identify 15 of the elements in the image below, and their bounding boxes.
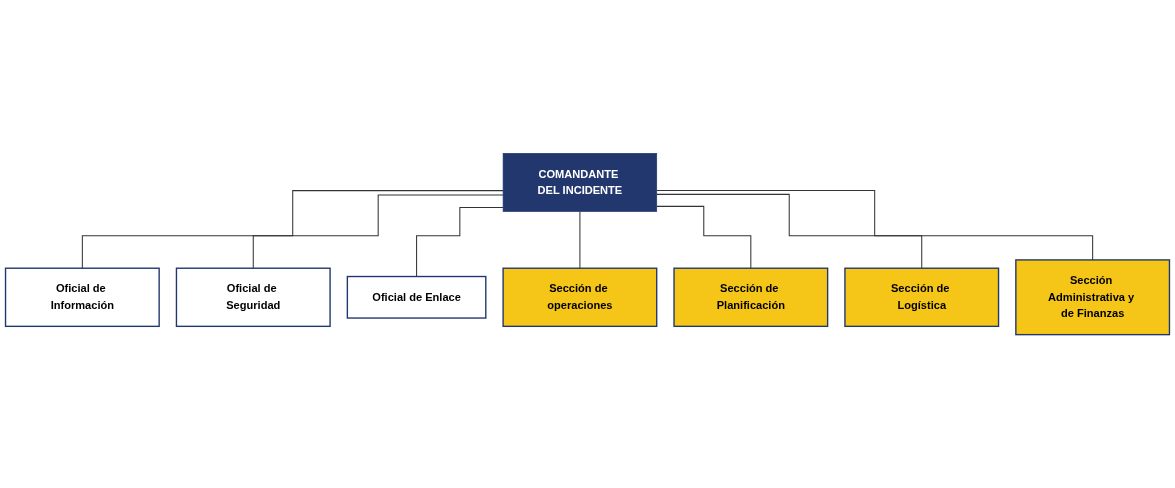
node-box: Sección de Logística — [844, 267, 1000, 328]
connector — [656, 193, 923, 269]
connector — [81, 190, 504, 269]
node-box: Sección de operaciones — [502, 267, 658, 328]
node-box: Oficial de Enlace — [346, 275, 487, 319]
connector — [252, 194, 504, 269]
connector — [656, 189, 1094, 261]
node-box: Oficial de Seguridad — [175, 267, 331, 328]
node-box: Oficial de Información — [4, 267, 160, 328]
node-box: Sección de Planificación — [673, 267, 829, 328]
node-box: Sección Administrativa y de Finanzas — [1015, 259, 1171, 336]
node-box: COMANDANTE DEL INCIDENTE — [502, 153, 658, 212]
connector — [579, 210, 581, 269]
connector — [656, 205, 752, 269]
connector — [416, 206, 504, 278]
